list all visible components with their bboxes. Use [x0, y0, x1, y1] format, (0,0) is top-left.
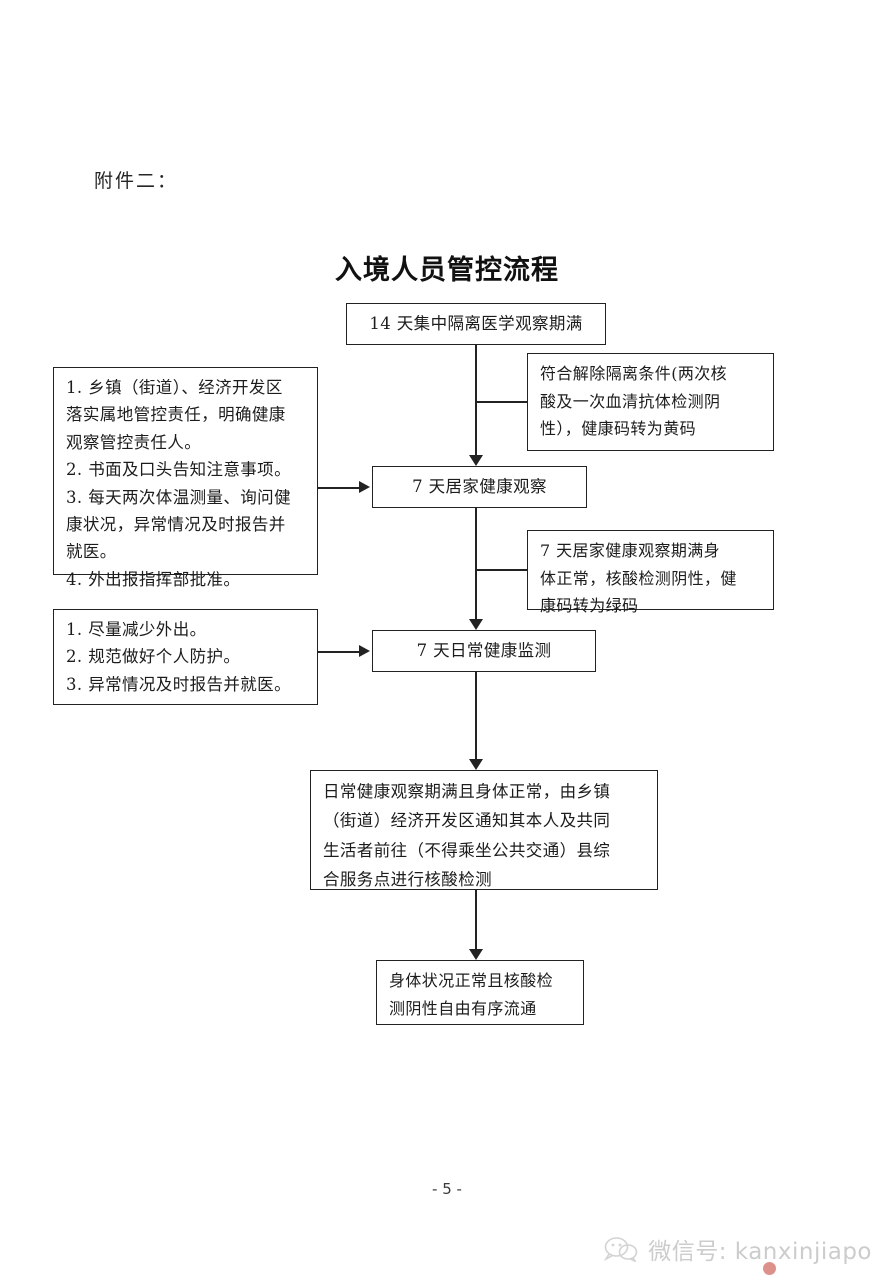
flow-box-duties-daily-monitoring: 1. 尽量减少外出。 2. 规范做好个人防护。 3. 异常情况及时报告并就医。: [53, 609, 318, 705]
flow-box-condition-yellow-text: 符合解除隔离条件(两次核 酸及一次血清抗体检测阴 性），健康码转为黄码: [540, 364, 728, 439]
flow-box-condition-green-text: 7 天居家健康观察期满身 体正常，核酸检测阴性，健 康码转为绿码: [540, 541, 737, 616]
arrow-right-icon: [359, 481, 370, 493]
connector-to-condition-green: [475, 569, 527, 571]
flow-box-quarantine: 14 天集中隔离医学观察期满: [346, 303, 606, 345]
connector-duties-to-daily: [318, 651, 360, 653]
flow-box-condition-yellow: 符合解除隔离条件(两次核 酸及一次血清抗体检测阴 性），健康码转为黄码: [527, 353, 774, 451]
connector-daily-to-test: [475, 672, 477, 759]
arrow-down-icon: [469, 455, 483, 466]
wechat-icon: [604, 1236, 638, 1262]
watermark-text: 微信号: kanxinjiapo: [648, 1239, 872, 1265]
connector-test-to-final: [475, 890, 477, 949]
arrow-down-icon: [469, 949, 483, 960]
page-number: - 5 -: [432, 1180, 462, 1198]
watermark: 微信号: kanxinjiapo: [604, 1232, 872, 1266]
flow-box-condition-green: 7 天居家健康观察期满身 体正常，核酸检测阴性，健 康码转为绿码: [527, 530, 774, 615]
connector-quarantine-to-home: [475, 345, 477, 455]
flow-box-nucleic-acid-test-text: 日常健康观察期满且身体正常，由乡镇 （街道）经济开发区通知其本人及共同 生活者前…: [323, 782, 611, 890]
flow-box-final-state-text: 身体状况正常且核酸检 测阴性自由有序流通: [389, 971, 554, 1018]
connector-duties-to-home: [318, 487, 360, 489]
arrow-down-icon: [469, 759, 483, 770]
connector-to-condition-yellow: [475, 401, 527, 403]
flow-box-nucleic-acid-test: 日常健康观察期满且身体正常，由乡镇 （街道）经济开发区通知其本人及共同 生活者前…: [310, 770, 658, 890]
flow-box-home-observation-text: 7 天居家健康观察: [412, 476, 547, 496]
page-title: 入境人员管控流程: [335, 255, 559, 286]
flow-box-duties-home-observation-text: 1. 乡镇（街道）、经济开发区 落实属地管控责任，明确健康 观察管控责任人。 2…: [66, 378, 291, 589]
watermark-badge-icon: [763, 1262, 776, 1275]
connector-home-to-daily: [475, 508, 477, 619]
arrow-right-icon: [359, 645, 370, 657]
flow-box-daily-monitoring-text: 7 天日常健康监测: [416, 640, 552, 660]
flow-box-duties-home-observation: 1. 乡镇（街道）、经济开发区 落实属地管控责任，明确健康 观察管控责任人。 2…: [53, 367, 318, 589]
arrow-down-icon: [469, 619, 483, 630]
attachment-label: 附件二：: [94, 170, 179, 192]
flow-box-duties-daily-monitoring-text: 1. 尽量减少外出。 2. 规范做好个人防护。 3. 异常情况及时报告并就医。: [66, 620, 291, 694]
flow-box-final-state: 身体状况正常且核酸检 测阴性自由有序流通: [376, 960, 584, 1025]
flow-box-daily-monitoring: 7 天日常健康监测: [372, 630, 596, 672]
flow-box-home-observation: 7 天居家健康观察: [372, 466, 587, 508]
flow-box-quarantine-text: 14 天集中隔离医学观察期满: [369, 313, 583, 333]
